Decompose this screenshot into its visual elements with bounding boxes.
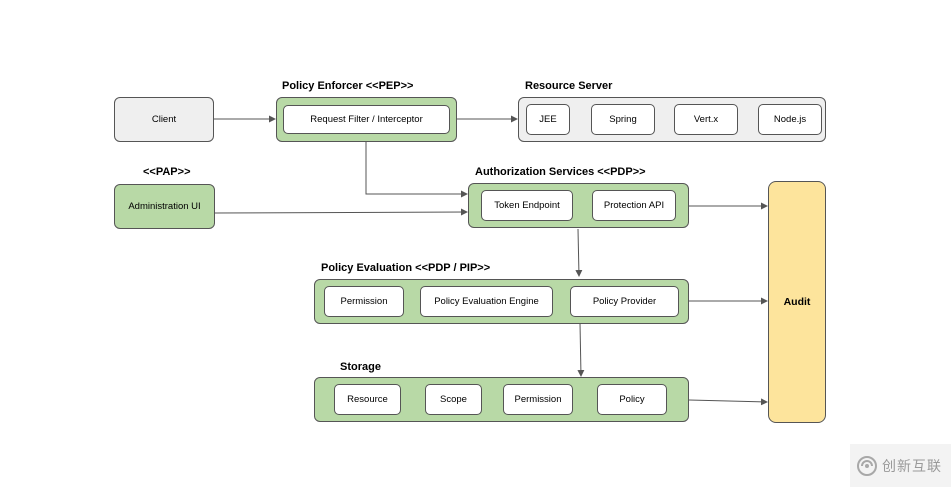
- admin-ui-label: Administration UI: [128, 201, 201, 212]
- scope-label: Scope: [440, 394, 467, 405]
- audit-node: Audit: [768, 181, 826, 423]
- watermark-text: 创新互联: [882, 458, 942, 475]
- resource-label: Resource: [347, 394, 388, 405]
- scope-node: Scope: [425, 384, 482, 415]
- policy-node: Policy: [597, 384, 667, 415]
- policy-eval-title: Policy Evaluation <<PDP / PIP>>: [321, 262, 491, 274]
- client-node: Client: [114, 97, 214, 142]
- authz-title: Authorization Services <<PDP>>: [475, 166, 646, 178]
- pep-title: Policy Enforcer <<PEP>>: [282, 80, 414, 92]
- vertx-label: Vert.x: [693, 114, 719, 125]
- permission-eval-label: Permission: [340, 296, 388, 307]
- client-label: Client: [151, 114, 177, 125]
- policy-provider-node: Policy Provider: [570, 286, 679, 317]
- vertx-node: Vert.x: [674, 104, 738, 135]
- nodejs-label: Node.js: [773, 114, 807, 125]
- admin-ui-node: Administration UI: [114, 184, 215, 229]
- policy-label: Policy: [619, 394, 645, 405]
- audit-label: Audit: [783, 296, 811, 308]
- jee-node: JEE: [526, 104, 570, 135]
- spring-node: Spring: [591, 104, 655, 135]
- request-filter-node: Request Filter / Interceptor: [283, 105, 450, 134]
- request-filter-label: Request Filter / Interceptor: [310, 114, 423, 125]
- permission-storage-node: Permission: [503, 384, 573, 415]
- policy-engine-node: Policy Evaluation Engine: [420, 286, 553, 317]
- policy-eval-group: Permission Policy Evaluation Engine Poli…: [314, 279, 689, 324]
- resource-server-title: Resource Server: [525, 80, 613, 92]
- pap-title: <<PAP>>: [143, 166, 191, 178]
- policy-provider-label: Policy Provider: [592, 296, 657, 307]
- token-endpoint-label: Token Endpoint: [494, 200, 560, 211]
- protection-api-node: Protection API: [592, 190, 676, 221]
- watermark: 创新互联: [850, 444, 951, 487]
- policy-engine-label: Policy Evaluation Engine: [434, 296, 539, 307]
- jee-label: JEE: [539, 114, 557, 125]
- spring-label: Spring: [609, 114, 637, 125]
- pep-group: Request Filter / Interceptor: [276, 97, 457, 142]
- token-endpoint-node: Token Endpoint: [481, 190, 573, 221]
- resource-node: Resource: [334, 384, 401, 415]
- arrow-pep-to-authz: [365, 142, 468, 198]
- permission-storage-label: Permission: [514, 394, 562, 405]
- arrow-authz-to-policy-eval: [575, 228, 583, 277]
- arrow-admin-to-authz: [213, 208, 468, 216]
- swirl-logo-icon: [857, 455, 877, 476]
- authz-group: Token Endpoint Protection API: [468, 183, 689, 228]
- arrow-policy-eval-to-storage: [577, 322, 585, 377]
- arrow-storage-to-audit: [688, 398, 768, 406]
- permission-eval-node: Permission: [324, 286, 404, 317]
- protection-api-label: Protection API: [603, 200, 665, 211]
- resource-server-group: JEE Spring Vert.x Node.js: [518, 97, 826, 142]
- storage-title: Storage: [340, 361, 381, 373]
- nodejs-node: Node.js: [758, 104, 822, 135]
- storage-group: Resource Scope Permission Policy: [314, 377, 689, 422]
